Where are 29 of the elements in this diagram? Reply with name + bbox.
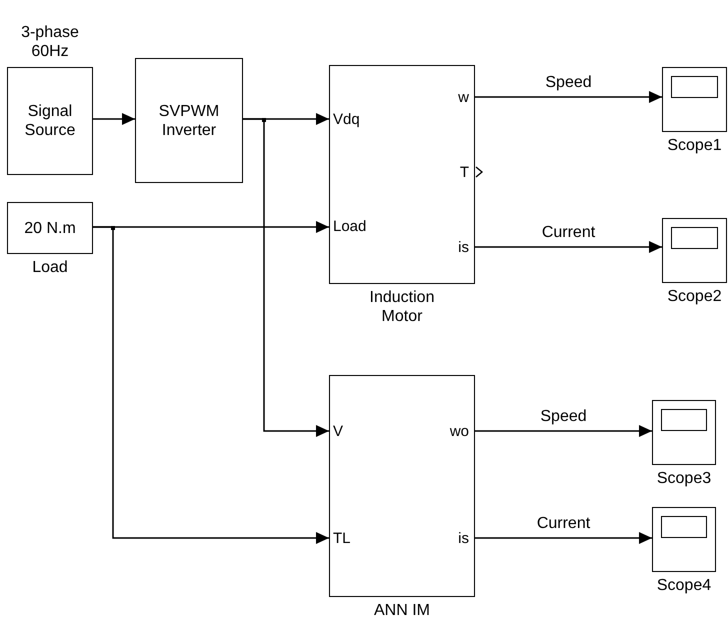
signal-arrow: [243, 118, 329, 437]
block-caption: ANN IM: [374, 602, 430, 619]
edge-label: Speed: [543, 73, 594, 92]
signal-arrow: [475, 532, 652, 544]
block-label: SVPWM Inverter: [158, 102, 220, 138]
block-label: 20 N.m: [24, 220, 76, 236]
signal-arrow: [93, 113, 135, 125]
port-label: is: [458, 529, 469, 548]
port-label: TL: [333, 529, 351, 548]
block-caption: Scope2: [667, 288, 722, 305]
port-label: Load: [333, 217, 366, 236]
port-label: V: [333, 422, 344, 441]
port-label: T: [460, 163, 469, 182]
edge-label: Speed: [538, 407, 589, 426]
signal-arrow: [475, 425, 652, 437]
block-caption: Scope1: [667, 137, 722, 154]
signal-arrow: [475, 91, 662, 103]
block-caption: Induction Motor: [370, 289, 434, 325]
port-label: w: [458, 88, 469, 107]
signal-arrow: [475, 241, 662, 253]
block-caption: Load: [32, 259, 68, 276]
block-label: Signal Source: [24, 103, 76, 139]
block-caption: 3-phase 60Hz: [20, 23, 80, 61]
port-label: Vdq: [333, 110, 360, 129]
port-label: is: [458, 238, 469, 257]
signal-arrow: [93, 226, 329, 544]
port-label: wo: [450, 422, 469, 441]
block-caption: Scope4: [656, 577, 712, 594]
block-caption: Scope3: [656, 470, 712, 487]
